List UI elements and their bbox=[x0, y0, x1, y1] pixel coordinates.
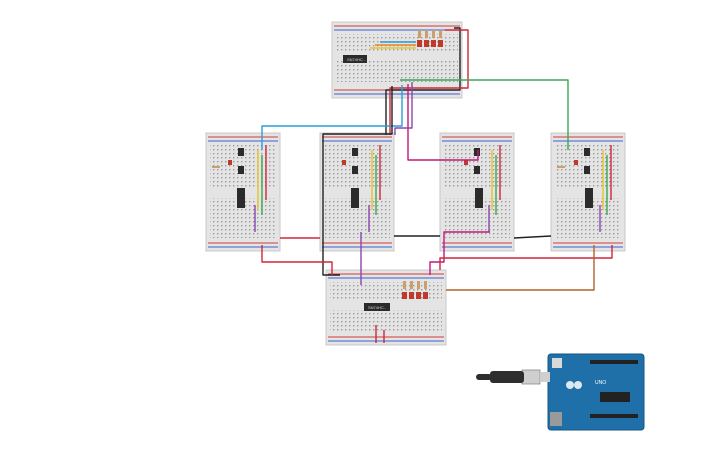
reset-button[interactable] bbox=[552, 358, 562, 368]
chip-mid-3 bbox=[475, 188, 483, 208]
chip-label: SN74HC.. bbox=[347, 57, 365, 62]
usb-connector-icon bbox=[490, 371, 524, 383]
chip-label-bottom: SN74HC.. bbox=[368, 305, 386, 310]
led-mid-1 bbox=[228, 160, 232, 165]
breadboard-mid-1[interactable] bbox=[205, 132, 281, 252]
shift-register-chip bbox=[343, 55, 367, 63]
led-group bbox=[417, 40, 443, 47]
breadboard-mid-2[interactable] bbox=[319, 132, 395, 252]
led-group-bottom bbox=[402, 292, 428, 299]
arduino-model-label: UNO bbox=[595, 380, 606, 386]
led-mid-2 bbox=[342, 160, 346, 165]
shift-register-chip-bottom bbox=[364, 303, 390, 311]
resistor-group bbox=[418, 30, 442, 38]
chip-mid-1 bbox=[237, 188, 245, 208]
arduino-uno-board[interactable]: UNO bbox=[547, 353, 645, 431]
usb-cable[interactable] bbox=[476, 369, 550, 385]
led-mid-4 bbox=[574, 160, 578, 165]
breadboard-bottom[interactable]: SN74HC.. bbox=[325, 269, 447, 346]
led-mid-3 bbox=[464, 160, 468, 165]
breadboard-mid-4[interactable] bbox=[550, 132, 626, 252]
microcontroller-chip bbox=[600, 392, 630, 402]
arduino-logo-icon bbox=[566, 381, 574, 389]
chip-mid-2 bbox=[351, 188, 359, 208]
wiring bbox=[261, 27, 613, 291]
resistor-group-bottom bbox=[403, 281, 427, 289]
chip-mid-4 bbox=[585, 188, 593, 208]
breadboard-top[interactable]: SN74HC.. bbox=[331, 21, 463, 99]
power-jack bbox=[550, 412, 562, 426]
breadboard-mid-3[interactable] bbox=[439, 132, 515, 252]
